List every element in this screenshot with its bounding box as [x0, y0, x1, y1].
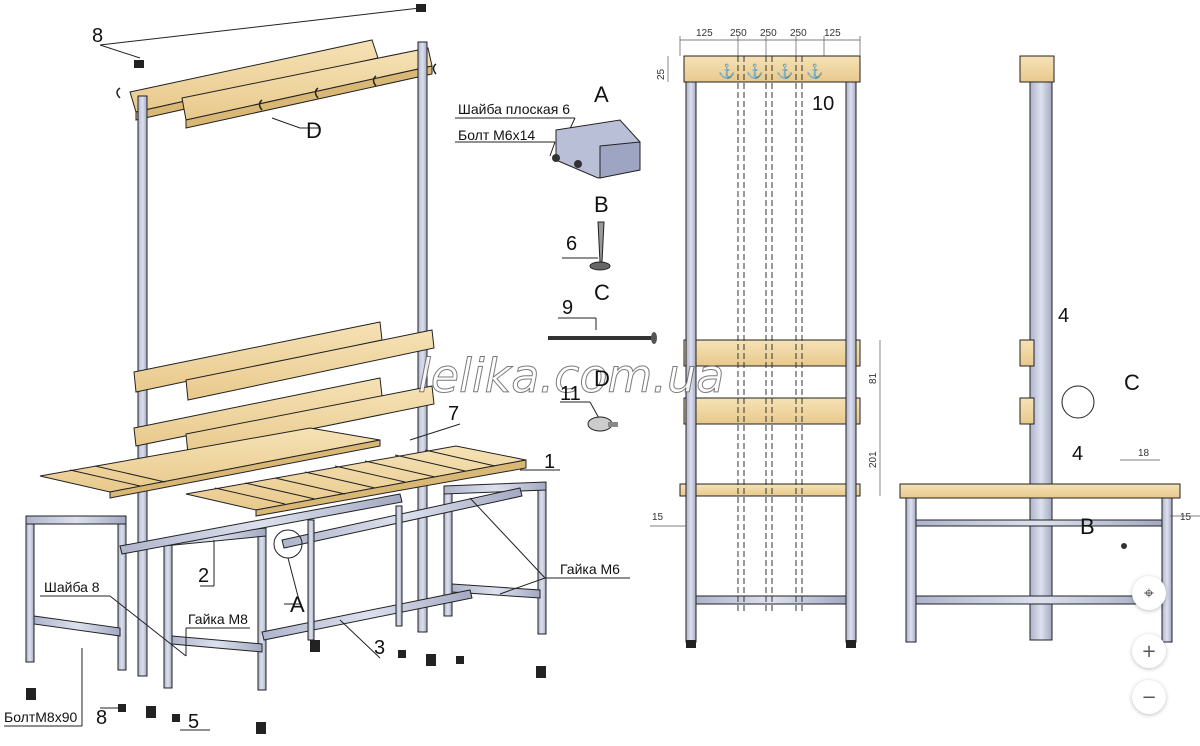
svg-text:⚓: ⚓	[776, 63, 793, 80]
dim-250-c: 250	[790, 28, 807, 39]
label-bolt-m6x14: Болт М6х14	[458, 127, 535, 143]
label-c-side: C	[1124, 370, 1140, 395]
label-three: 3	[374, 637, 385, 659]
leg-frames	[25, 481, 547, 691]
bolt-11	[587, 416, 618, 432]
hook-icon: ⚓	[718, 63, 735, 80]
top-hooks	[116, 63, 437, 111]
zoom-out-button[interactable]: −	[1132, 680, 1166, 714]
label-eight-top: 8	[92, 25, 103, 47]
zoom-in-button[interactable]: +	[1132, 634, 1166, 668]
svg-text:⚓: ⚓	[806, 63, 823, 80]
label-washer-flat-6: Шайба плоская 6	[458, 101, 570, 117]
label-six: 6	[566, 233, 577, 255]
label-a-callout: A	[290, 592, 305, 617]
label-two: 2	[198, 565, 209, 587]
label-c-detail: C	[594, 280, 610, 305]
svg-text:⚓: ⚓	[746, 63, 763, 80]
side-view	[899, 55, 1200, 643]
label-seven: 7	[448, 403, 459, 425]
screw-b	[589, 221, 611, 271]
dim-125-left: 125	[696, 28, 713, 39]
dimension-labels: 125 250 250 250 125 25 81 201 15 18 15	[652, 28, 1192, 523]
isometric-bench	[25, 4, 547, 734]
label-b-side: B	[1080, 514, 1095, 539]
minus-icon: −	[1141, 686, 1157, 708]
dim-18: 18	[1138, 448, 1150, 459]
callout-labels: 8 D Шайба плоская 6 Болт М6х14 A B 6 C 9…	[4, 25, 1140, 733]
top-rail-boards	[129, 39, 433, 129]
label-nine: 9	[562, 297, 573, 319]
bolt-9	[548, 332, 657, 344]
dim-15-side: 15	[1180, 512, 1192, 523]
label-eleven: 11	[560, 383, 581, 405]
label-bolt-m8x90: БолтМ8х90	[4, 709, 77, 725]
front-view: ⚓ ⚓ ⚓ ⚓	[650, 36, 881, 648]
fit-view-button[interactable]: ⌖	[1132, 576, 1166, 610]
feet	[26, 640, 546, 734]
label-four-bench: 4	[1072, 443, 1083, 465]
fit-view-icon: ⌖	[1143, 582, 1155, 604]
plus-icon: +	[1141, 640, 1157, 662]
dim-250-a: 250	[730, 28, 747, 39]
dim-81: 81	[868, 372, 879, 384]
label-nut-m8: Гайка М8	[188, 611, 248, 627]
label-one: 1	[544, 451, 555, 473]
dim-250-b: 250	[760, 28, 777, 39]
label-d-top: D	[306, 118, 322, 143]
label-d-mid: D	[594, 366, 610, 391]
watermark-text: lelika.com.ua	[418, 349, 724, 403]
label-a-detail: A	[594, 82, 609, 107]
seat-slats	[39, 427, 527, 517]
dim-25: 25	[656, 68, 667, 80]
dim-15-front: 15	[652, 512, 664, 523]
dim-125-right: 125	[824, 28, 841, 39]
label-washer-8: Шайба 8	[44, 579, 100, 595]
label-four-side: 4	[1058, 305, 1069, 327]
label-b-detail: B	[594, 192, 609, 217]
label-five: 5	[188, 711, 199, 733]
dim-201: 201	[868, 451, 879, 468]
detail-a-bracket	[552, 119, 641, 179]
label-ten: 10	[812, 93, 834, 115]
label-eight-bottom: 8	[96, 707, 107, 729]
label-nut-m6: Гайка М6	[560, 561, 620, 577]
backrest-boards	[133, 321, 435, 455]
leader-lines	[4, 7, 630, 731]
